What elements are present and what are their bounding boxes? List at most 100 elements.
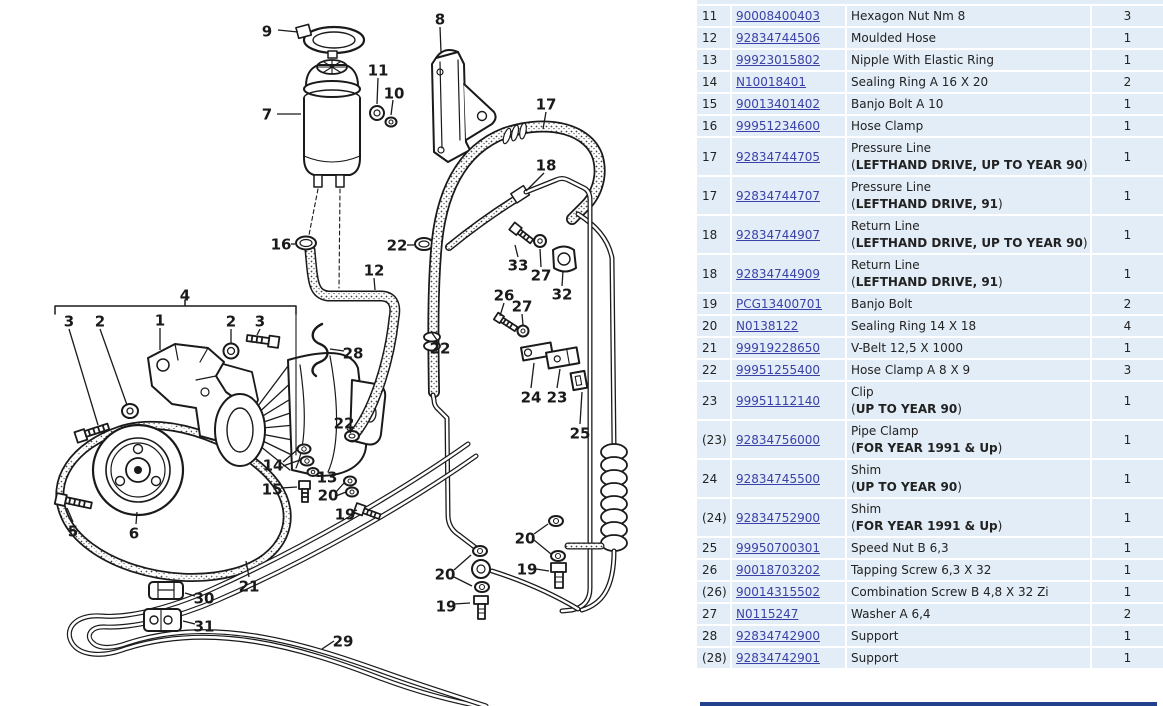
part-number-link[interactable]: 92834744707: [736, 188, 820, 203]
part-number-cell: 92834744705: [732, 138, 845, 175]
callout-leader-line: [256, 328, 261, 336]
callout-label: 3: [64, 312, 74, 330]
item-ref-cell: 26: [697, 560, 730, 580]
callout-leader-line: [346, 428, 352, 434]
bolt-19-left-drawing: [352, 502, 382, 520]
callout-label: 16: [271, 235, 292, 253]
rings-14-drawing: [296, 443, 315, 467]
part-number-cell: 90008400403: [732, 6, 845, 26]
part-number-link[interactable]: N0115247: [736, 607, 799, 621]
quantity-cell: 4: [1092, 316, 1163, 336]
steel-pipes-drawing: [523, 176, 617, 614]
description-cell: Pressure Line(LEFTHAND DRIVE, UP TO YEAR…: [847, 138, 1090, 175]
quantity-cell: 3: [1092, 360, 1163, 380]
quantity-cell: 1: [1092, 499, 1163, 536]
callout-leader-line: [280, 486, 298, 489]
part-number-link[interactable]: 99951112140: [736, 393, 820, 408]
callout-label: 28: [343, 344, 364, 362]
callout-leader-line: [66, 507, 74, 523]
callout-leader-line: [542, 111, 547, 130]
part-number-link[interactable]: 92834744907: [736, 227, 820, 242]
part-number-link[interactable]: 99919228650: [736, 341, 820, 355]
support-28-drawing: [311, 322, 329, 378]
item-ref-cell: 17: [697, 177, 730, 214]
item-ref-cell: 14: [697, 72, 730, 92]
callout-label: 20: [435, 565, 456, 583]
callout-leader-line: [561, 270, 564, 287]
quantity-cell: 1: [1092, 177, 1163, 214]
callout-leader-line: [539, 248, 542, 268]
callout-label: 22: [334, 414, 355, 432]
part-number-link[interactable]: 92834744909: [736, 266, 820, 281]
clamp-9-drawing: [295, 23, 366, 55]
item-ref-cell: 13: [697, 50, 730, 70]
callout-leader-line: [390, 99, 394, 116]
quantity-cell: 1: [1092, 421, 1163, 458]
item-ref-cell: 28: [697, 626, 730, 646]
quantity-cell: 1: [1092, 538, 1163, 558]
quantity-cell: 1: [1092, 560, 1163, 580]
part-number-cell: 92834744707: [732, 177, 845, 214]
item-ref-cell: 23: [697, 382, 730, 419]
callout-label: 22: [387, 236, 408, 254]
washer-2-left-drawing: [121, 403, 139, 419]
part-number-link[interactable]: 90008400403: [736, 9, 820, 23]
callout-leader-line: [351, 509, 358, 513]
callout-leader-line: [321, 640, 335, 650]
description-cell: Speed Nut B 6,3: [847, 538, 1090, 558]
part-number-link[interactable]: PCG13400701: [736, 297, 822, 311]
part-number-cell: N0138122: [732, 316, 845, 336]
description-cell: Banjo Bolt: [847, 294, 1090, 314]
clamp-16-drawing: [295, 235, 317, 251]
item-ref-cell: 20: [697, 316, 730, 336]
part-number-link[interactable]: 99951234600: [736, 119, 820, 133]
part-number-link[interactable]: 92834742900: [736, 629, 820, 643]
part-number-link[interactable]: 92834744705: [736, 149, 820, 164]
callout-label: 3: [255, 312, 265, 330]
part-number-link[interactable]: 99951255400: [736, 363, 820, 377]
clamp-31-drawing: [143, 608, 182, 632]
description-cell: Hexagon Nut Nm 8: [847, 6, 1090, 26]
description-cell: Return Line(LEFTHAND DRIVE, 91): [847, 255, 1090, 292]
part-number-link[interactable]: 92834756000: [736, 432, 820, 447]
part-number-link[interactable]: 99950700301: [736, 541, 820, 555]
description-cell: Hose Clamp: [847, 116, 1090, 136]
part-number-cell: 99919228650: [732, 338, 845, 358]
description-cell: Shim(UP TO YEAR 90): [847, 460, 1090, 497]
part-number-cell: 92834744907: [732, 216, 845, 253]
description-cell: Hose Clamp A 8 X 9: [847, 360, 1090, 380]
callout-leader-line: [329, 348, 345, 352]
part-number-cell: 99951255400: [732, 360, 845, 380]
part-number-link[interactable]: 92834752900: [736, 510, 820, 525]
part-number-link[interactable]: 92834745500: [736, 471, 820, 486]
callout-label: 7: [262, 105, 272, 123]
quantity-cell: 2: [1092, 294, 1163, 314]
callout-leader-line: [514, 244, 519, 258]
rings-20-left-drawing: [343, 475, 359, 498]
part-number-cell: N10018401: [732, 72, 845, 92]
part-number-link[interactable]: 90014315502: [736, 585, 820, 599]
part-number-link[interactable]: 92834744506: [736, 31, 820, 45]
part-number-link[interactable]: N10018401: [736, 75, 807, 89]
hose-12-drawing: [304, 244, 401, 443]
callout-leader-line: [556, 368, 561, 389]
callout-label: 11: [368, 61, 389, 79]
quantity-cell: 1: [1092, 28, 1163, 48]
part-number-link[interactable]: 92834742901: [736, 651, 820, 665]
part-number-cell: 92834745500: [732, 460, 845, 497]
item-ref-cell: 15: [697, 94, 730, 114]
part-number-link[interactable]: 90018703202: [736, 563, 820, 577]
part-number-link[interactable]: N0138122: [736, 319, 799, 333]
part-number-link[interactable]: 90013401402: [736, 97, 820, 111]
washer-10-drawing: [384, 116, 398, 128]
bolt-3-left-drawing: [73, 422, 111, 444]
part-number-link[interactable]: 99923015802: [736, 53, 820, 67]
item-ref-cell: (26): [697, 582, 730, 602]
